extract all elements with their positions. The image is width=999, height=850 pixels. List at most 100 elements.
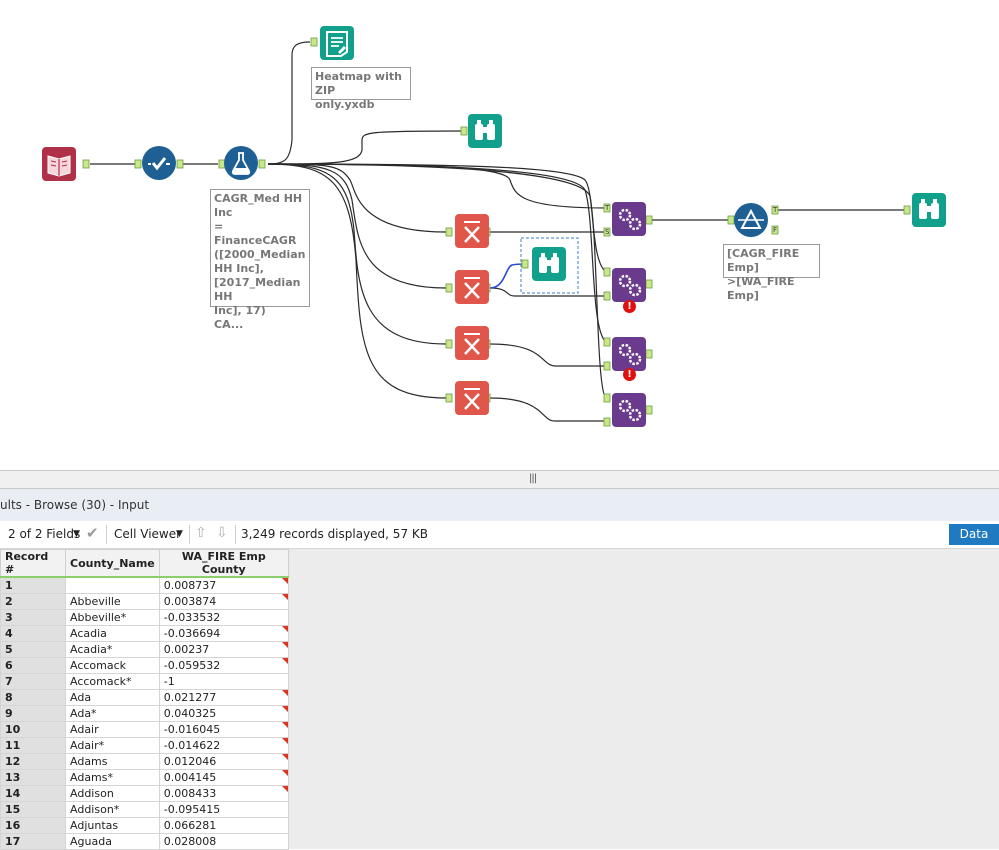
arrow-down-icon[interactable]: ⇩ (216, 525, 228, 541)
fire-emp-cell[interactable]: 0.00237 (158, 641, 289, 658)
county-name-cell[interactable]: Abbeville* (65, 609, 160, 626)
error-icon: ! (623, 300, 636, 313)
county-name-cell[interactable]: Aguada (65, 833, 160, 850)
county-name-cell[interactable]: Ada (65, 689, 160, 706)
browse-tool-3[interactable] (912, 193, 946, 227)
county-name-cell[interactable]: Accomack (65, 657, 160, 674)
fire-emp-cell[interactable]: 0.066281 (158, 817, 289, 834)
county-name-cell[interactable]: Adair (65, 721, 160, 738)
splitter-grip: ||| (529, 473, 537, 484)
browse-tool-1[interactable] (468, 114, 502, 148)
county-name-cell[interactable]: Acadia* (65, 641, 160, 658)
fire-emp-cell[interactable]: 0.028008 (158, 833, 289, 850)
county-name-cell[interactable]: Abbeville (65, 593, 160, 610)
summarize-tool-4[interactable] (455, 381, 489, 415)
formula-tool[interactable] (224, 146, 258, 180)
cell-viewer-dropdown[interactable]: Cell Viewer (114, 527, 182, 541)
panel-splitter[interactable]: ||| (0, 470, 999, 489)
county-name-cell[interactable] (65, 576, 160, 594)
column-header[interactable]: County_Name (65, 549, 160, 578)
connection-summ4-macro4 (489, 397, 606, 422)
summarize-tool-3[interactable] (455, 326, 489, 360)
fire-emp-cell[interactable]: -0.036694 (158, 625, 289, 642)
binoculars-icon (539, 253, 559, 273)
macro-tool-4[interactable] (612, 393, 646, 427)
workflow-canvas[interactable]: ! ! T S T F Heatmap with ZIP only.yxdb C… (0, 0, 999, 470)
column-header[interactable]: Record # (0, 549, 66, 578)
fire-emp-cell[interactable]: 0.008737 (158, 576, 289, 594)
fire-emp-cell[interactable]: -0.014622 (158, 737, 289, 754)
county-name-cell[interactable]: Addison (65, 785, 160, 802)
fields-dropdown[interactable]: 2 of 2 Fields (8, 527, 81, 541)
fire-emp-cell[interactable]: 0.003874 (158, 593, 289, 610)
gears-icon (618, 274, 642, 297)
chevron-down-icon[interactable]: ▼ (176, 529, 183, 539)
data-button[interactable]: Data (949, 524, 999, 545)
fire-emp-cell[interactable]: -0.095415 (158, 801, 289, 818)
chevron-down-icon[interactable]: ▼ (73, 529, 80, 539)
fire-emp-cell[interactable]: -0.033532 (158, 609, 289, 626)
results-header: ults - Browse (30) - Input (0, 489, 999, 521)
macro-tool-2[interactable] (612, 268, 646, 302)
fire-emp-cell[interactable]: 0.021277 (158, 689, 289, 706)
fire-emp-cell[interactable]: -1 (158, 673, 289, 690)
summarize-tool-1[interactable] (455, 214, 489, 248)
column-header[interactable]: WA_FIRE Emp County (158, 549, 289, 578)
checkmark-icon[interactable]: ✔ (86, 524, 99, 542)
record-number: 16 (0, 817, 66, 834)
macro-tool-1[interactable] (612, 202, 646, 236)
summarize-tool-2[interactable] (455, 270, 489, 304)
macro-tool-3[interactable] (612, 337, 646, 371)
fire-emp-cell[interactable]: 0.040325 (158, 705, 289, 722)
record-number: 6 (0, 657, 66, 674)
county-name-cell[interactable]: Acadia (65, 625, 160, 642)
fire-emp-cell[interactable]: 0.008433 (158, 785, 289, 802)
county-name-cell[interactable]: Addison* (65, 801, 160, 818)
record-number: 11 (0, 737, 66, 754)
arrow-up-icon[interactable]: ⇧ (195, 525, 207, 541)
county-name-cell[interactable]: Accomack* (65, 673, 160, 690)
output-data-tool[interactable] (320, 26, 354, 60)
browse-tool-2[interactable] (532, 247, 566, 281)
county-name-cell[interactable]: Adams (65, 753, 160, 770)
input-data-tool[interactable] (42, 147, 76, 181)
county-name-cell[interactable]: Adams* (65, 769, 160, 786)
county-name-cell[interactable]: Ada* (65, 705, 160, 722)
x-bar-icon (464, 333, 480, 355)
county-name-cell[interactable]: Adjuntas (65, 817, 160, 834)
binoculars-icon (919, 199, 939, 219)
selection-box (520, 237, 579, 294)
records-status: 3,249 records displayed, 57 KB (241, 527, 428, 541)
fire-emp-cell[interactable]: 0.012046 (158, 753, 289, 770)
county-name-cell[interactable]: Adair* (65, 737, 160, 754)
record-number: 7 (0, 673, 66, 690)
anchor-true-label: T (773, 206, 778, 214)
fire-emp-cell[interactable]: -0.059532 (158, 657, 289, 674)
fire-emp-cell[interactable]: -0.016045 (158, 721, 289, 738)
select-tool[interactable] (142, 146, 176, 180)
results-title: ults - Browse (30) - Input (0, 498, 150, 512)
filter-tool[interactable] (734, 203, 768, 237)
fire-emp-cell[interactable]: 0.004145 (158, 769, 289, 786)
output-annotation: Heatmap with ZIP only.yxdb (311, 67, 411, 111)
binoculars-icon (475, 120, 495, 140)
